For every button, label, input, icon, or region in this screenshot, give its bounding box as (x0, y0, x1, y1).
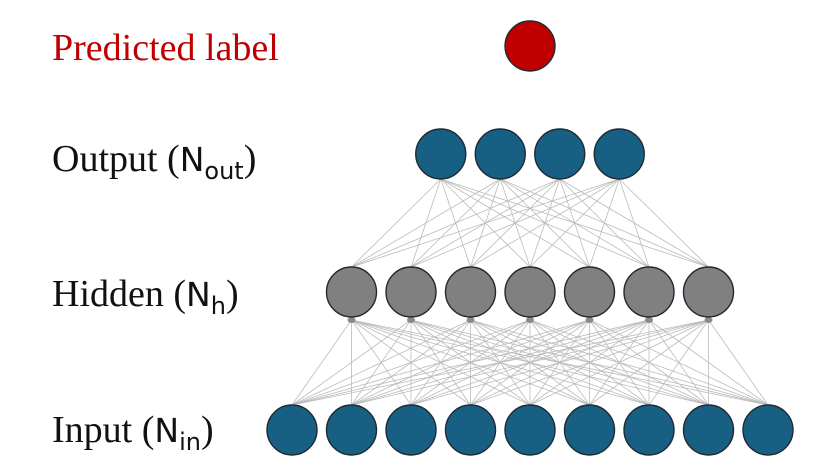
edge-hidden-input (291, 319, 709, 406)
edge-hidden-input (529, 319, 709, 406)
output-layer-label: Output (Nout) (52, 138, 257, 183)
edge-hidden-input (589, 319, 709, 406)
edge-output-hidden (618, 178, 650, 268)
hidden-node (444, 266, 497, 318)
output-node (474, 128, 526, 180)
predicted-label-text: Predicted label (52, 27, 279, 69)
hidden-junction-dot (466, 317, 475, 323)
edge-hidden-input (470, 319, 709, 406)
input-layer-label: Input (Nin) (52, 409, 214, 454)
output-label-symbol: N (179, 140, 205, 179)
hidden-label-symbol: N (186, 275, 211, 314)
edge-hidden-input (351, 319, 709, 406)
edge-hidden-input (291, 319, 412, 406)
output-label-subscript: out (204, 157, 244, 185)
hidden-junction-dot (645, 317, 653, 323)
hidden-junction-dot (347, 317, 356, 323)
hidden-node (385, 266, 437, 318)
input-node (742, 404, 794, 456)
input-label-suffix: ) (200, 409, 214, 451)
hidden-junction-dot (526, 317, 534, 323)
input-node (504, 404, 556, 456)
hidden-junction-dot (585, 317, 594, 323)
input-node (266, 404, 318, 456)
input-node (623, 404, 675, 456)
hidden-label-prefix: Hidden ( (52, 273, 187, 315)
edge-output-hidden (351, 178, 620, 268)
edge-hidden-input (291, 319, 531, 406)
network-nodes (266, 20, 794, 456)
output-node (415, 128, 467, 180)
input-node (563, 404, 616, 456)
hidden-junction-dot (407, 317, 415, 323)
input-label-subscript: in (179, 428, 201, 456)
edge-hidden-input (410, 319, 709, 406)
edge-output-hidden (351, 178, 442, 268)
output-label-suffix: ) (243, 138, 257, 180)
edge-output-hidden (529, 178, 620, 268)
edge-output-hidden (351, 178, 560, 268)
hidden-node (504, 266, 556, 318)
hidden-node (682, 266, 735, 318)
predicted-label-title: Predicted label (52, 29, 279, 67)
hidden-node (623, 266, 675, 318)
hidden-node (325, 266, 378, 318)
hidden-label-subscript: h (210, 292, 226, 320)
predicted-node (504, 20, 556, 72)
output-label-prefix: Output ( (52, 138, 180, 180)
input-node (385, 404, 437, 456)
edge-output-hidden (618, 178, 709, 268)
edge-hidden-input (708, 319, 769, 406)
hidden-junction-dot (704, 317, 713, 323)
hidden-node (563, 266, 616, 318)
edge-hidden-input (291, 319, 471, 406)
edge-hidden-input (291, 319, 650, 406)
edge-output-hidden (470, 178, 620, 268)
edge-hidden-input (291, 319, 352, 406)
input-label-symbol: N (154, 411, 180, 450)
hidden-layer-label: Hidden (Nh) (52, 273, 239, 318)
input-node (682, 404, 735, 456)
edge-hidden-input (291, 319, 590, 406)
edge-output-hidden (589, 178, 620, 268)
edge-hidden-input (648, 319, 709, 406)
hidden-label-suffix: ) (225, 273, 239, 315)
input-label-prefix: Input ( (52, 409, 155, 451)
edge-output-hidden (351, 178, 501, 268)
connection-edges (291, 178, 769, 406)
output-node (593, 128, 645, 180)
input-node (444, 404, 497, 456)
input-node (325, 404, 378, 456)
output-node (534, 128, 586, 180)
edge-output-hidden (410, 178, 620, 268)
